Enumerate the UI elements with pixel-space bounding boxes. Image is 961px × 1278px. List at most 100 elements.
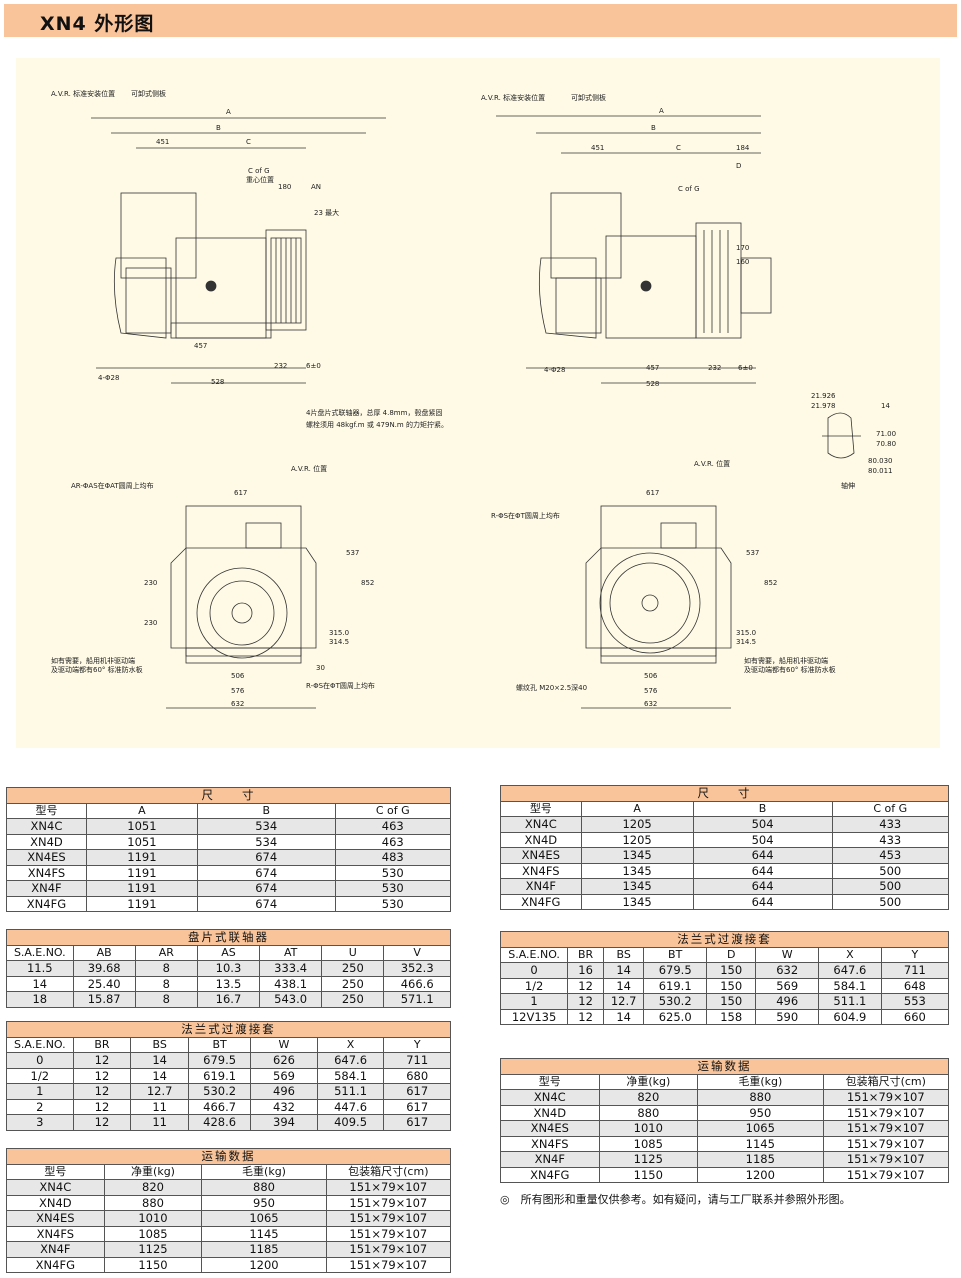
table-cell: XN4C [500, 1089, 600, 1106]
table-cell: 12 [567, 977, 605, 994]
table-header-cell: S.A.E.NO. [6, 1036, 74, 1053]
table-cell: XN4C [6, 1179, 105, 1196]
table-caption: 法兰式过渡接套 [6, 1021, 451, 1038]
table-cell: 1125 [598, 1151, 699, 1168]
table-cell: 151×79×107 [822, 1089, 950, 1106]
table-cell: 569 [250, 1067, 318, 1084]
marine-note-1: 如有需要，船用机非驱动端 [51, 656, 135, 665]
label-232: 232 [274, 362, 287, 370]
label-506: 506 [231, 672, 245, 680]
table-cell: 1150 [103, 1256, 203, 1273]
table-header-cell: W [755, 946, 820, 963]
table-cell: 1200 [201, 1256, 327, 1273]
table-cell: 496 [250, 1083, 318, 1100]
table-cell: 1191 [85, 880, 198, 897]
table-cell: 12 [72, 1083, 132, 1100]
table-cell: 12V135 [499, 1008, 569, 1025]
table-cell: 500 [831, 878, 949, 895]
table-cell: 534 [196, 818, 336, 835]
label-451-r: 451 [591, 144, 604, 152]
table-cell: 151×79×107 [822, 1135, 950, 1152]
label-576: 576 [231, 687, 245, 695]
label-528-r: 528 [646, 380, 659, 388]
label-230b: 230 [144, 619, 157, 627]
table-cell: 617 [383, 1083, 451, 1100]
table-cell: 151×79×107 [822, 1151, 950, 1168]
table-cell: 674 [196, 864, 336, 881]
shaft-detail [822, 412, 861, 459]
table-cell: 1150 [598, 1166, 699, 1183]
table-cell: 604.9 [818, 1008, 882, 1025]
table-caption: 运输数据 [500, 1058, 949, 1075]
table-header-cell: 型号 [500, 800, 582, 817]
label-shaft-d2: 21.978 [811, 402, 836, 410]
table-cell: 8 [134, 975, 198, 992]
label-232-r: 232 [708, 364, 721, 372]
label-avr-install: A.V.R. 标准安装位置 [51, 89, 115, 98]
table-cell: 150 [706, 962, 757, 979]
label-holes-r: 4-Φ28 [544, 366, 565, 374]
coupling-note-2: 螺栓须用 48kgf.m 或 479N.m 的力矩拧紧。 [306, 420, 448, 429]
table-cell: 151×79×107 [822, 1104, 950, 1121]
table-cell: 14 [6, 975, 74, 992]
table-cell: 1145 [201, 1225, 327, 1242]
table-cell: 394 [250, 1114, 318, 1131]
label-230a: 230 [144, 579, 157, 587]
label-ar-note: AR-ΦAS在ΦAT圆周上均布 [71, 481, 154, 490]
table-cell: XN4D [500, 831, 582, 848]
table-cell: XN4F [500, 1151, 600, 1168]
label-a-r: A [659, 107, 664, 115]
label-160: 160 [736, 258, 749, 266]
table-cell: 1051 [85, 818, 198, 835]
label-184: 184 [736, 144, 750, 152]
label-b-r: B [651, 124, 656, 132]
table-cell: 12 [72, 1052, 132, 1069]
label-457: 457 [194, 342, 207, 350]
table-cell: 438.1 [259, 975, 323, 992]
marine-note-1-r: 如有需要，船用机非驱动端 [744, 656, 828, 665]
label-removable-panel-r: 可卸式侧板 [571, 93, 606, 102]
label-632: 632 [231, 700, 244, 708]
table-cell: 619.1 [643, 977, 708, 994]
table-cell: 1 [6, 1083, 74, 1100]
table-header-cell: 型号 [6, 1163, 105, 1180]
table-cell: 447.6 [316, 1098, 385, 1115]
table-cell: 679.5 [188, 1052, 252, 1069]
table-cell: 530.2 [643, 993, 708, 1010]
table-cell: 1/2 [499, 977, 569, 994]
table-cell: 250 [321, 975, 385, 992]
table-cell: 660 [880, 1008, 950, 1025]
table-cell: 820 [598, 1089, 699, 1106]
table-header-cell: D [706, 946, 757, 963]
label-528: 528 [211, 378, 224, 386]
table-header-cell: S.A.E.NO. [6, 944, 74, 961]
table-cell: 3 [6, 1114, 74, 1131]
table-header-cell: 净重(kg) [103, 1163, 203, 1180]
table-cell: 569 [755, 977, 820, 994]
table-header-cell: AS [196, 944, 261, 961]
table-cell: 1 [499, 993, 569, 1010]
table-header-cell: U [321, 944, 385, 961]
table-header-cell: 型号 [500, 1073, 600, 1090]
table-cell: 625.0 [643, 1008, 708, 1025]
label-23max: 23 最大 [314, 208, 339, 217]
right-side-view [496, 115, 772, 384]
table-cell: 16 [567, 962, 605, 979]
label-457-r: 457 [646, 364, 659, 372]
table-cell: 463 [334, 833, 452, 850]
table-cell: 1065 [201, 1210, 327, 1227]
table-header-cell: C of G [334, 802, 452, 819]
label-6: 6±0 [306, 362, 321, 370]
table-header-cell: BT [188, 1036, 252, 1053]
table-cell: 543.0 [259, 991, 323, 1008]
table-cell: 950 [697, 1104, 824, 1121]
table-header-cell: BR [72, 1036, 132, 1053]
label-shaft-70: 70.80 [876, 440, 896, 448]
